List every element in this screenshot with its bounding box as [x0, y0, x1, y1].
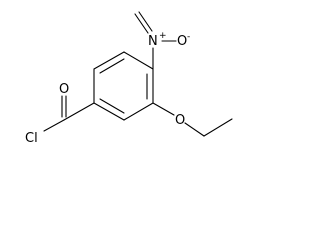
- bond-nitrogen-to-oxygen-double-2: [138, 11, 153, 32]
- nitrogen-atom-label: N: [148, 34, 158, 49]
- chemical-structure-diagram: N + O - O Cl O: [25, 11, 233, 146]
- ring-inner-double-bond-3: [99, 98, 125, 114]
- ring-bond-c1-c2: [93, 51, 125, 70]
- nitrogen-positive-charge: +: [159, 31, 167, 41]
- nitro-oxygen-atom-label: O: [177, 34, 187, 49]
- bond-methylene-to-methyl: [203, 118, 233, 137]
- ring-bond-c5-c6: [93, 102, 125, 121]
- nitro-oxygen-negative-charge: -: [187, 32, 190, 42]
- acyl-chloride-group: O Cl: [25, 82, 95, 146]
- bond-ether-oxygen-to-methylene: [184, 122, 205, 137]
- ethoxy-group: O: [152, 102, 233, 137]
- bond-ring-to-carbonyl-carbon: [63, 102, 95, 121]
- carbonyl-oxygen-atom-label: O: [59, 82, 69, 97]
- ether-oxygen-atom-label: O: [175, 113, 185, 128]
- ring-inner-double-bond-1: [99, 58, 125, 74]
- benzene-ring: [93, 51, 154, 121]
- nitro-group: N + O -: [134, 11, 190, 70]
- chlorine-atom-label: Cl: [25, 131, 38, 146]
- bond-carbonyl-to-chlorine: [43, 119, 65, 132]
- ring-bond-c4-c5: [123, 102, 154, 121]
- ring-bond-c2-c3: [123, 51, 154, 70]
- bond-ring-to-ether-oxygen: [152, 102, 175, 116]
- bond-nitrogen-to-oxygen-double-1: [134, 13, 149, 34]
